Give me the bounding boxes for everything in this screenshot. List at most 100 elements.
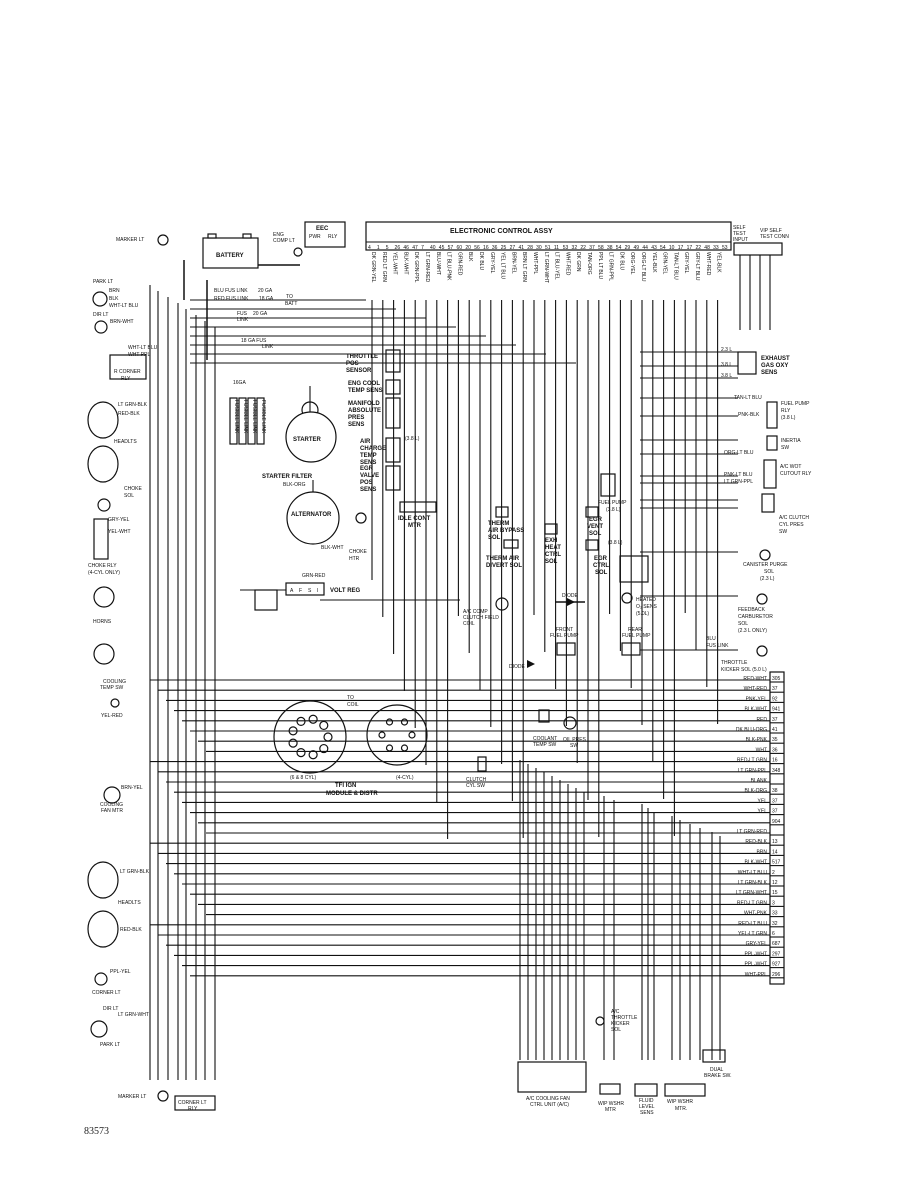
ecu-pin-29: 29	[625, 245, 631, 251]
rc-row-pin: 37	[772, 798, 778, 804]
rc-row-wire: BRN	[756, 849, 767, 855]
l-corner-label-2: RLY	[188, 1106, 198, 1112]
o2-38l-b: 3.8 L	[721, 373, 732, 379]
vip-connector	[733, 242, 783, 256]
rc-row-pin: 15	[772, 890, 778, 896]
ecu-wire-label: RED LT GRN	[381, 252, 387, 282]
fusible-link-label: FUSIBLE LINK	[233, 400, 239, 434]
fluid-level-label-2: LEVEL	[639, 1104, 655, 1110]
ac-clutch-field-label-2: CLUTCH FIELD	[463, 615, 499, 621]
rc-row-wire: LT GRN-RED	[737, 829, 767, 835]
diode-label-2: DIODE	[509, 664, 526, 670]
ecu-wire-label: YEL-BLK	[716, 252, 722, 273]
tfi-ignition-module: TFI IGN MODULE & DISTR (6 & 8 CYL) (4-CY…	[254, 589, 428, 797]
cooling-temp-sw-icon	[110, 698, 120, 708]
fusible-link-label: FUSIBLE LINK	[242, 400, 248, 434]
cooling-fan-label-1: COOLING	[100, 802, 123, 808]
cooling-wire-yel-red: YEL-RED	[101, 713, 123, 719]
eec-relay-box	[304, 221, 346, 248]
ecu-wire-label: BLK-WHT	[402, 252, 408, 275]
ecu-wire-label: WHT-PPL	[532, 252, 538, 274]
tfi-4cyl-label: (4-CYL)	[396, 775, 414, 781]
ecu-wire-label: ORG-LT BLU	[640, 252, 646, 282]
eng-comp-lt-label-1: ENG	[273, 232, 284, 238]
egr-ctrl-sol	[585, 539, 599, 551]
therm-divert-label-2: DIVERT SOL	[486, 563, 522, 569]
clutch-cyl-label-2: CYL SW	[466, 783, 485, 789]
ecu-pin-56: 56	[474, 245, 480, 251]
choke-relay-box	[93, 518, 109, 560]
cooling-temp-label-2: TEMP SW	[100, 685, 124, 691]
distributor-6-8cyl-icon	[273, 700, 347, 774]
volt-reg-pin-S: S	[308, 588, 312, 594]
ecu-pin-37: 37	[589, 245, 595, 251]
rc-row-pin: 305	[772, 676, 781, 682]
dual-brake-label-1: DUAL	[710, 1067, 724, 1073]
feedback-carb-label-3: SOL	[738, 621, 748, 627]
therm-bypass-label-2: AIR BYPASS	[488, 528, 524, 534]
rc-row-pin: 13	[772, 839, 778, 845]
battery-label: BATTERY	[216, 253, 244, 259]
o2-23l: 2.3 L	[721, 347, 732, 353]
tps-label-1: THROTTLE	[346, 354, 378, 360]
act-connector	[385, 437, 401, 463]
rc-row-pin: 6	[772, 931, 775, 937]
therm-bypass-label-1: THERM	[488, 521, 509, 527]
red-fus-ga: 18 GA	[259, 296, 274, 302]
ecu-pin-30: 30	[536, 245, 542, 251]
park-lamp-icon	[92, 291, 108, 307]
egr-pos-label-3: POS	[360, 480, 373, 486]
distributor-pin	[319, 743, 329, 754]
vip-test-conn-label: TEST CONN	[760, 234, 789, 240]
eec-rly-label: RLY	[328, 234, 338, 240]
ecu-pin-25: 25	[501, 245, 507, 251]
fuse-links: BLU FUS LINK 20 GA RED FUS LINK 18 GA TO…	[214, 288, 297, 445]
rc-row-pin: 297	[772, 951, 781, 957]
choke-sol-label-1: CHOKE	[124, 486, 142, 492]
therm-bypass-label-3: SOL	[488, 535, 501, 541]
ect-label-1: ENG COOL	[348, 381, 380, 387]
rc-row-wire: RED-LT BLU	[738, 921, 767, 927]
coolant-label-2: TEMP SW	[533, 742, 557, 748]
self-test-label-2: TEST	[733, 231, 746, 237]
park-lt-label: PARK LT	[93, 279, 113, 285]
rc-row-wire: DK BLU-ORG	[736, 727, 767, 733]
oil-pres-label-2: SW	[570, 743, 578, 749]
l-corner-relay-box	[174, 1095, 216, 1111]
choke-sol-label-2: SOL	[124, 493, 134, 499]
to-coil-label-1: TO	[347, 695, 354, 701]
egr-ctrl-label-3: SOL	[595, 570, 608, 576]
volt-reg-wire: GRN-RED	[302, 573, 326, 579]
ecu-pin-41: 41	[518, 245, 524, 251]
rc-row-wire: LT GRN-PPL	[738, 768, 767, 774]
rc-row-wire: RED-LT GRN	[737, 758, 767, 764]
to-batt-label-2: BATT	[285, 301, 297, 307]
ac-kicker-sol-icon	[595, 1016, 605, 1026]
headlt2-wire-lt-grn-blk: LT GRN-BLK	[120, 869, 150, 875]
distributor-pin	[308, 714, 318, 724]
marker-lt-bottom-label: MARKER LT	[118, 1094, 146, 1100]
coolant-label-1: COOLANT	[533, 736, 557, 742]
canister-label-1: CANISTER PURGE	[743, 562, 788, 568]
starter-motor-icon	[285, 411, 337, 463]
distributor-pin	[288, 738, 298, 748]
starter-filter-wire: BLK-ORG	[283, 482, 306, 488]
headlamp-r-inner-icon	[87, 445, 119, 483]
choke-wire-gry-yel: GRY-YEL	[108, 517, 130, 523]
vip-self-test-label: VIP SELF	[760, 228, 782, 234]
rc-row-wire: GRY-YEL	[746, 941, 768, 947]
distributor-4cyl-pin	[378, 731, 386, 739]
heated-o2-label-1: HEATED	[636, 597, 656, 603]
ecu-pin-58: 58	[598, 245, 604, 251]
headlt-wire-lt-grn-blk: LT GRN-BLK	[118, 402, 148, 408]
r-corner-wire-1: WHT-LT BLU	[128, 345, 158, 351]
fuel-pump-relay-label-2: RLY	[781, 408, 791, 414]
egr-pos-connector	[385, 465, 401, 491]
ac-clutch-cyl-label-1: A/C CLUTCH	[779, 515, 809, 521]
ecu-pin-53: 53	[563, 245, 569, 251]
ac-clutch-field-label-1: A/C COMP	[463, 609, 488, 615]
r-corner-wire-2: WHT-PPL	[128, 352, 150, 358]
ecu-wire-label: GRN-YEL	[662, 252, 668, 274]
